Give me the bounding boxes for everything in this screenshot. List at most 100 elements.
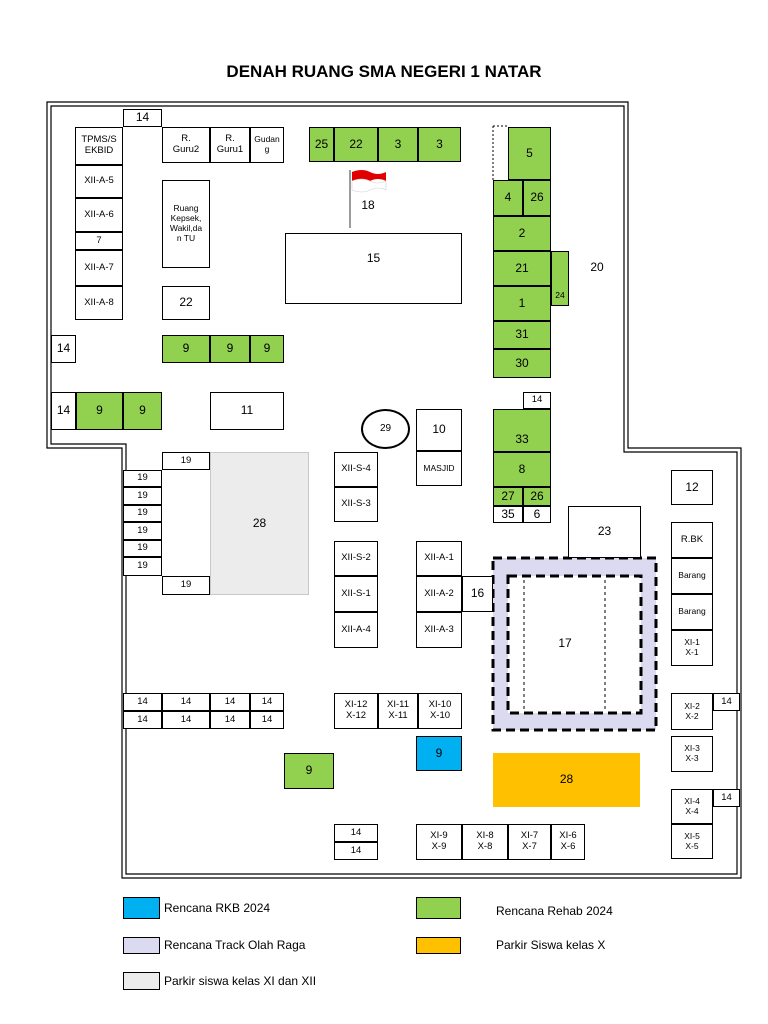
room-27: 27 [493, 487, 523, 506]
room-label: X-9 [431, 841, 447, 852]
room-30: 30 [493, 349, 551, 378]
room-29: 29 [361, 409, 410, 449]
room-label: XI-12 [344, 699, 368, 711]
room-guru2: R. Guru2 [162, 127, 210, 163]
room-9-e: 9 [123, 392, 162, 430]
room-label: XI-5 [684, 830, 700, 841]
room-xi-1-x-1: XI-1 X-1 [671, 630, 713, 666]
room-9-d: 9 [76, 392, 123, 430]
legend-swatch-rkb [123, 897, 160, 919]
room-14-x4: 14 [713, 789, 740, 807]
room-label: XI-11 [386, 699, 409, 711]
legend-swatch-parkir-xi-xii [123, 972, 160, 990]
room-xii-a-5: XII-A-5 [75, 165, 123, 198]
room-label: X-5 [685, 840, 699, 851]
room-9-c: 9 [250, 335, 284, 363]
room-5: 5 [508, 127, 551, 180]
flag-icon [349, 170, 387, 228]
room-label: X-10 [429, 710, 451, 721]
room-xii-a-3: XII-A-3 [416, 612, 462, 648]
room-23: 23 [568, 506, 641, 558]
room-xii-s-1: XII-S-1 [334, 576, 378, 612]
room-xii-s-4: XII-S-4 [334, 452, 378, 487]
room-xi-3-x-3: XI-3 X-3 [671, 736, 713, 772]
field-17: 17 [558, 636, 572, 651]
legend-label-track: Rencana Track Olah Raga [164, 938, 306, 952]
room-10: 10 [416, 409, 462, 451]
room-9-rkb: 9 [416, 736, 462, 771]
room-xii-a-8: XII-A-8 [75, 286, 123, 320]
room-xi-11-x-11: XI-11 X-11 [378, 693, 418, 729]
room-label: R. [225, 133, 235, 145]
room-label: X-11 [388, 710, 408, 721]
legend-label-rehab: Rencana Rehab 2024 [496, 904, 613, 918]
room-xii-a-2: XII-A-2 [416, 576, 462, 612]
legend-label-parkir-x: Parkir Siswa kelas X [496, 938, 606, 952]
room-6: 6 [523, 506, 551, 523]
room-14: 14 [162, 711, 210, 729]
room-2: 2 [493, 216, 551, 251]
legend-swatch-rehab [416, 897, 461, 919]
room-14: 14 [334, 824, 378, 842]
room-14: 14 [123, 711, 162, 729]
room-xii-s-2: XII-S-2 [334, 541, 378, 576]
legend-swatch-track [123, 937, 160, 954]
room-19-top: 19 [162, 452, 210, 470]
room-11: 11 [210, 392, 284, 430]
room-masjid: MASJID [416, 451, 462, 486]
room-xii-a-1: XII-A-1 [416, 541, 462, 576]
room-14-x2: 14 [713, 693, 740, 711]
room-label: g [264, 144, 270, 154]
room-19: 19 [123, 540, 162, 557]
room-1: 1 [493, 286, 551, 321]
room-label: X-3 [685, 753, 699, 763]
room-barang-2: Barang [671, 594, 713, 630]
room-label: EKBID [84, 145, 114, 156]
room-label: TPMS/S [81, 134, 117, 146]
room-19-bottom: 19 [162, 576, 210, 595]
room-9-b: 9 [210, 335, 250, 363]
room-label: XI-1 [684, 637, 700, 648]
room-35: 35 [493, 506, 523, 523]
room-16: 16 [462, 576, 493, 612]
room-label: XI-2 [684, 700, 700, 711]
room-tpms-sekbid: TPMS/S EKBID [75, 127, 123, 165]
room-14: 14 [162, 693, 210, 711]
room-xi-4-x-4: XI-4 X-4 [671, 789, 713, 824]
room-label: X-2 [685, 710, 699, 721]
room-label: X-12 [345, 710, 367, 721]
room-label: XI-4 [684, 795, 700, 806]
parking-28-grey: 28 [210, 452, 309, 595]
room-label: X-1 [685, 647, 699, 657]
room-14: 14 [334, 842, 378, 860]
room-label: X-7 [522, 841, 537, 852]
room-xii-a-4: XII-A-4 [334, 612, 378, 648]
room-label: Guru1 [216, 144, 244, 155]
room-14-left-2: 14 [51, 392, 76, 430]
parking-28-orange: 28 [493, 753, 640, 807]
room-label: Wakil,da [169, 223, 203, 233]
legend-label-parkir-xi-xii: Parkir siswa kelas XI dan XII [164, 974, 317, 988]
label-18: 18 [361, 198, 375, 213]
room-xii-s-3: XII-S-3 [334, 487, 378, 522]
room-label: Guru2 [172, 144, 200, 155]
room-14: 14 [210, 711, 250, 729]
room-14-left-1: 14 [51, 335, 76, 363]
room-14-right: 14 [523, 392, 551, 409]
room-19: 19 [123, 487, 162, 505]
room-xi-10-x-10: XI-10 X-10 [418, 693, 462, 729]
room-xi-7-x-7: XI-7 X-7 [508, 824, 551, 860]
room-barang-1: Barang [671, 558, 713, 594]
room-9-a: 9 [162, 335, 210, 363]
room-9-bottom: 9 [284, 753, 334, 789]
room-26-low: 26 [523, 487, 551, 506]
room-guru1: R. Guru1 [210, 127, 250, 163]
room-33: 33 [493, 409, 551, 452]
track-infield [506, 574, 643, 715]
room-label: XI-3 [684, 743, 700, 754]
room-xi-5-x-5: XI-5 X-5 [671, 824, 713, 859]
room-19: 19 [123, 470, 162, 487]
room-xii-a-6: XII-A-6 [75, 198, 123, 232]
room-31: 31 [493, 321, 551, 349]
